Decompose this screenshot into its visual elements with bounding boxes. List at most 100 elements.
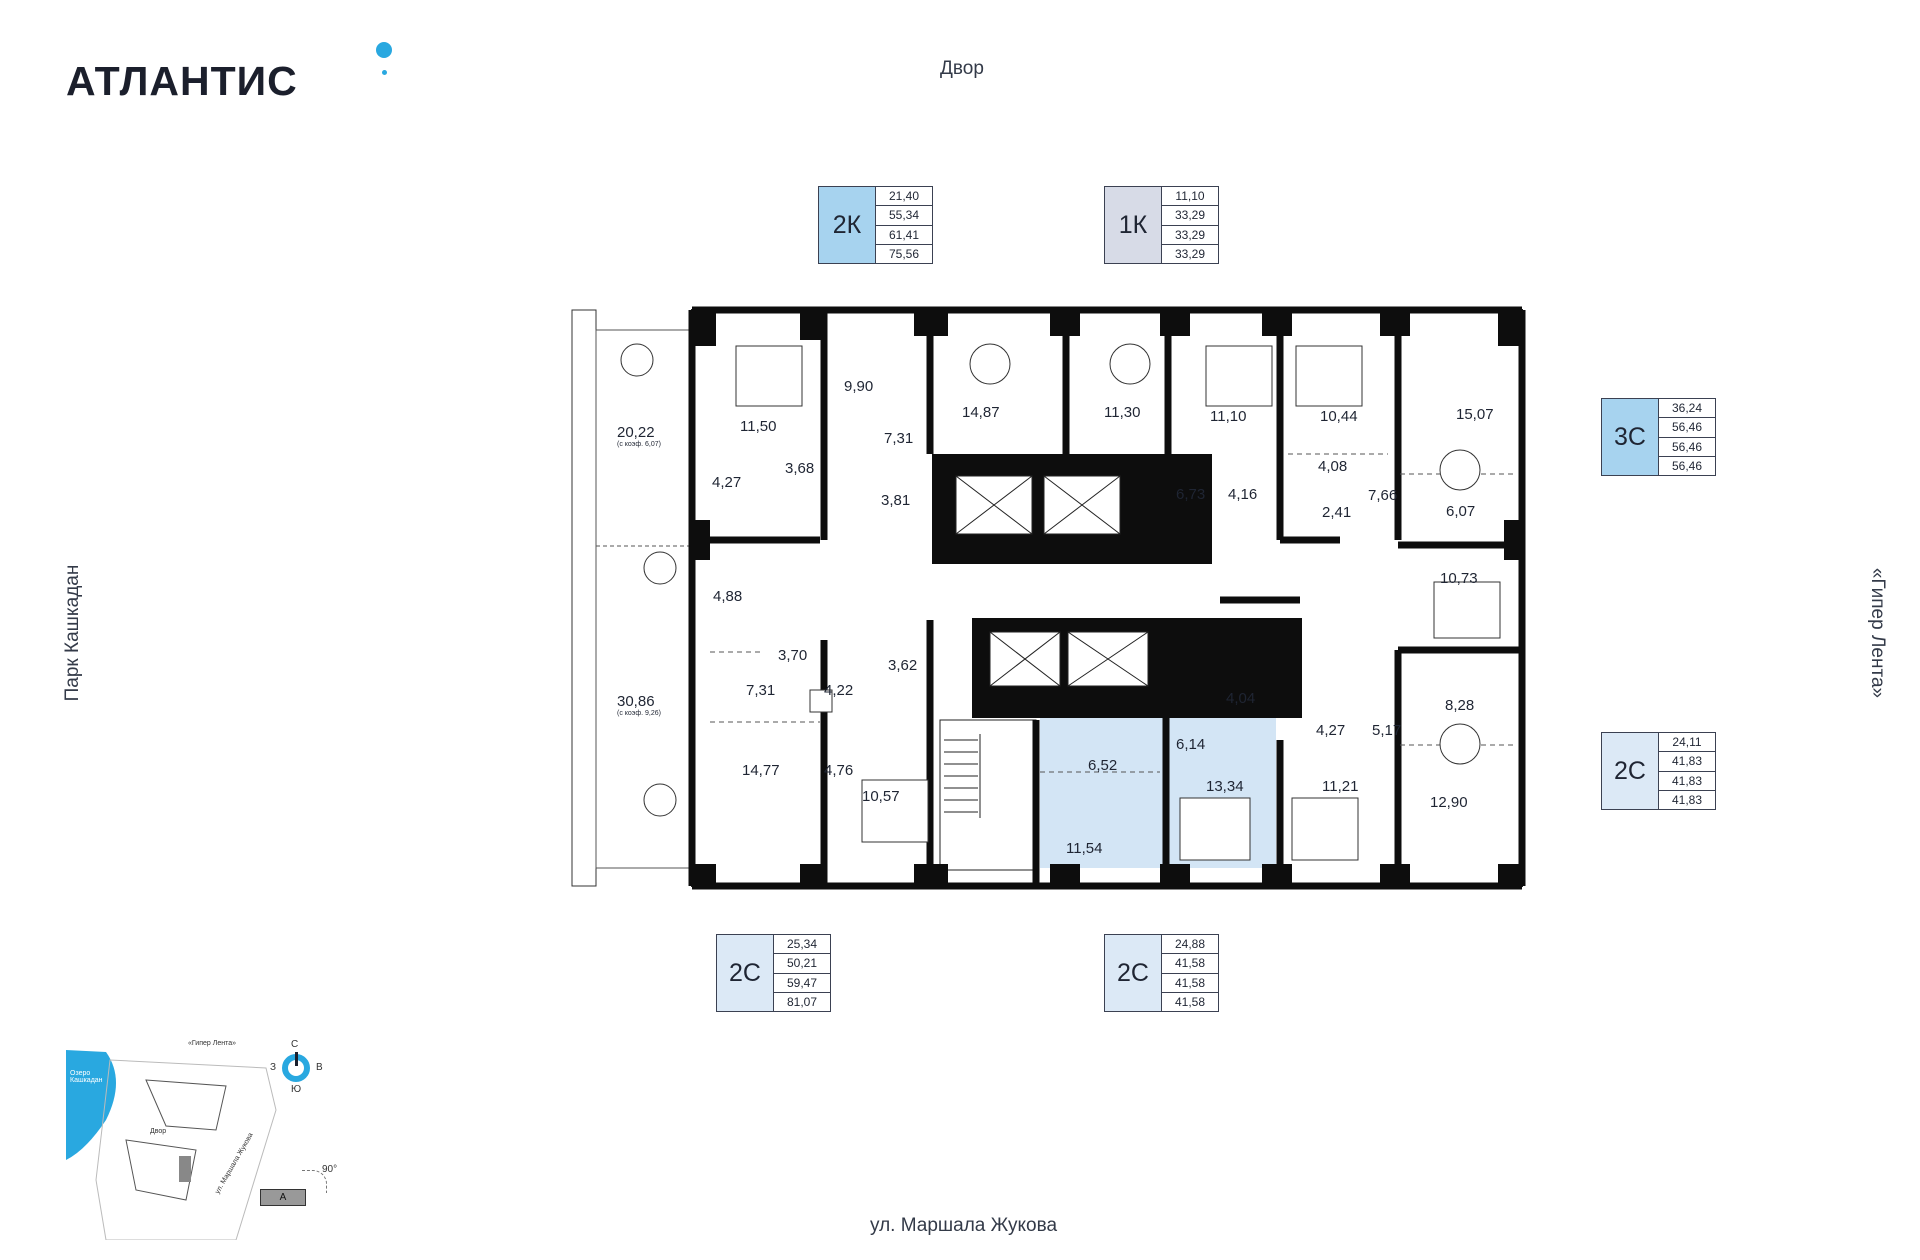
room-area: 8,28 — [1445, 697, 1475, 714]
unit-card-2k[interactable]: 2К 21,40 55,34 61,41 75,56 — [818, 186, 933, 264]
unit-areas: 21,40 55,34 61,41 75,56 — [876, 187, 932, 263]
area-total-full: 75,56 — [888, 246, 920, 261]
room-area: 3,70 — [778, 647, 808, 664]
room-area: 13,34 — [1206, 778, 1244, 795]
room-area: 7,31 — [746, 682, 776, 699]
room-area: 11,30 — [1104, 404, 1141, 421]
area-total-full: 56,46 — [1671, 458, 1703, 473]
room-area: 11,54 — [1066, 840, 1103, 857]
room-area-note: (с коэф. 9,26) — [617, 710, 661, 717]
lake-shape — [66, 1050, 116, 1160]
street-label-bottom: ул. Маршала Жукова — [870, 1215, 1058, 1236]
section-badge: А — [260, 1189, 306, 1206]
area-total-coef: 59,47 — [774, 974, 830, 993]
logo-small-dot-icon — [382, 70, 387, 75]
area-total: 55,34 — [876, 206, 932, 226]
room-area: 15,07 — [1456, 406, 1494, 423]
unit-card-1k[interactable]: 1К 11,10 33,29 33,29 33,29 — [1104, 186, 1219, 264]
brand-logo: АТЛАНТИС — [66, 58, 298, 104]
unit-card-2c-east[interactable]: 2С 24,11 41,83 41,83 41,83 — [1601, 732, 1716, 810]
wall-piers — [692, 310, 1522, 886]
unit-card-2c-south[interactable]: 2С 24,88 41,58 41,58 41,58 — [1104, 934, 1219, 1012]
compass-needle-icon — [295, 1052, 298, 1066]
area-total: 33,29 — [1162, 206, 1218, 226]
room-area: 6,07 — [1446, 503, 1476, 520]
area-total-coef: 41,58 — [1162, 974, 1218, 993]
site-lake-label: Озеро Кашкадан — [70, 1070, 103, 1084]
room-area: 4,04 — [1226, 690, 1256, 707]
room-area: 10,44 — [1320, 408, 1358, 425]
compass-north: С — [291, 1039, 299, 1050]
site-yard-label: Двор — [150, 1128, 167, 1135]
room-area: 6,52 — [1088, 757, 1118, 774]
compass-west: З — [270, 1062, 277, 1073]
room-area: 4,88 — [713, 588, 743, 605]
unit-areas: 24,88 41,58 41,58 41,58 — [1162, 935, 1218, 1011]
unit-card-2c-southwest[interactable]: 2С 25,34 50,21 59,47 81,07 — [716, 934, 831, 1012]
room-area: 3,62 — [888, 657, 918, 674]
area-total: 56,46 — [1659, 418, 1715, 438]
room-area: 5,17 — [1372, 722, 1402, 739]
unit-code: 2К — [819, 187, 876, 263]
area-living: 11,10 — [1162, 187, 1218, 207]
unit-card-3c[interactable]: 3С 36,24 56,46 56,46 56,46 — [1601, 398, 1716, 476]
room-area-value: 20,22 — [617, 424, 655, 441]
room-area: 6,14 — [1176, 736, 1206, 753]
compass-east: В — [316, 1062, 323, 1073]
section-marker — [179, 1156, 191, 1182]
unit-code: 1К — [1105, 187, 1162, 263]
terrace — [595, 329, 693, 869]
room-area: 11,50 — [740, 418, 777, 435]
room-area: 10,73 — [1440, 570, 1478, 587]
area-total-coef: 61,41 — [876, 226, 932, 245]
room-area: 3,81 — [881, 492, 911, 509]
area-total-coef: 41,83 — [1659, 772, 1715, 791]
room-area: 4,27 — [1316, 722, 1346, 739]
unit-code: 2С — [1105, 935, 1162, 1011]
street-label-top: Двор — [940, 58, 984, 79]
furniture-tables — [620, 343, 1481, 817]
area-living: 36,24 — [1659, 399, 1715, 419]
area-living: 21,40 — [876, 187, 932, 207]
room-area: 9,90 — [844, 378, 874, 395]
unit-code: 3С — [1602, 399, 1659, 475]
room-area: 30,86(с коэф. 9,26) — [617, 693, 661, 717]
unit-areas: 36,24 56,46 56,46 56,46 — [1659, 399, 1715, 475]
area-living: 24,11 — [1659, 733, 1715, 753]
room-area: 20,22(с коэф. 6,07) — [617, 424, 661, 448]
unit-areas: 25,34 50,21 59,47 81,07 — [774, 935, 830, 1011]
room-area: 4,08 — [1318, 458, 1348, 475]
site-store-label: «Гипер Лента» — [188, 1040, 236, 1047]
room-area: 4,27 — [712, 474, 742, 491]
room-area: 14,77 — [742, 762, 780, 779]
room-area: 10,57 — [862, 788, 900, 805]
room-area-value: 30,86 — [617, 693, 655, 710]
room-area: 6,73 — [1176, 486, 1206, 503]
room-area: 2,41 — [1322, 504, 1352, 521]
rotation-label: 90° — [322, 1164, 338, 1175]
room-area: 12,90 — [1430, 794, 1468, 811]
area-total-full: 81,07 — [786, 994, 818, 1009]
room-area: 11,10 — [1210, 408, 1247, 425]
room-area: 3,68 — [785, 460, 815, 477]
area-total: 41,58 — [1162, 954, 1218, 974]
room-area: 4,22 — [824, 682, 854, 699]
area-total-full: 41,83 — [1671, 792, 1703, 807]
unit-areas: 11,10 33,29 33,29 33,29 — [1162, 187, 1218, 263]
site-map — [66, 1050, 277, 1240]
area-living: 25,34 — [774, 935, 830, 955]
room-area: 4,16 — [1228, 486, 1258, 503]
furniture-beds — [735, 345, 1501, 861]
terrace-edge — [571, 309, 597, 887]
compass-south: Ю — [291, 1084, 302, 1095]
room-area-note: (с коэф. 6,07) — [617, 441, 661, 448]
area-total: 41,83 — [1659, 752, 1715, 772]
room-area: 4,76 — [824, 762, 854, 779]
area-total-coef: 56,46 — [1659, 438, 1715, 457]
unit-areas: 24,11 41,83 41,83 41,83 — [1659, 733, 1715, 809]
room-area: 14,87 — [962, 404, 1000, 421]
staircase — [939, 719, 1037, 871]
room-area: 7,31 — [884, 430, 914, 447]
area-total-full: 33,29 — [1174, 246, 1206, 261]
